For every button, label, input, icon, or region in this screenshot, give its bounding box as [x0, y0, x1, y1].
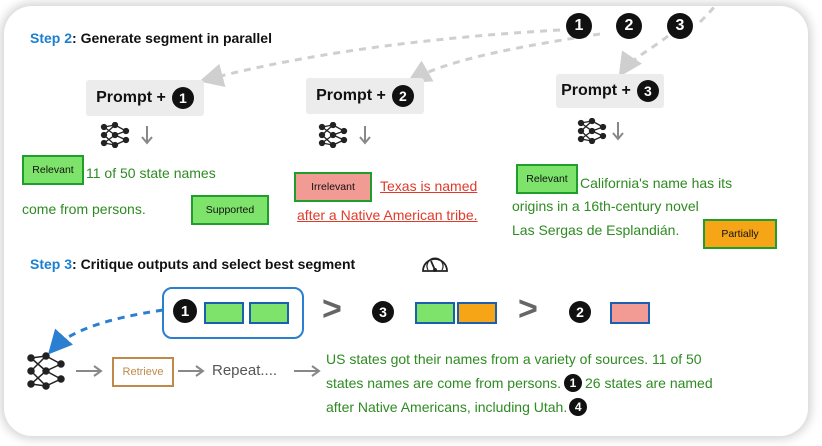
citation-2: 4	[569, 398, 588, 416]
prompt-number: 2	[391, 85, 414, 107]
down-arrow-icon	[612, 122, 624, 141]
prompt-number: 1	[171, 87, 194, 109]
right-arrow-icon	[76, 365, 103, 377]
prompt-box-1: Prompt + 1	[86, 80, 204, 116]
top-number-3: 3	[667, 13, 693, 39]
dash-to-prompt2	[406, 32, 601, 84]
final-line2a: states names are come from persons.	[326, 375, 561, 391]
rank3-square	[610, 302, 650, 324]
segment1-line2: come from persons.	[22, 201, 146, 217]
step2-heading: Step 2: Generate segment in parallel	[30, 30, 272, 46]
partially-badge: Partially	[703, 219, 777, 249]
rank1-square-b	[249, 302, 289, 324]
down-arrow-icon	[141, 126, 153, 145]
rank1-number: 1	[173, 299, 197, 323]
prompt-box-2: Prompt + 2	[306, 78, 424, 114]
step3-title: : Critique outputs and select best segme…	[72, 256, 356, 272]
step2-title: : Generate segment in parallel	[72, 30, 272, 46]
rank2-number: 3	[372, 301, 394, 323]
right-arrow-icon	[294, 365, 321, 377]
relevant-tag-3: Relevant	[516, 164, 578, 194]
final-output-line1: US states got their names from a variety…	[326, 351, 702, 367]
dash-to-prompt1	[199, 28, 561, 88]
repeat-label: Repeat....	[212, 362, 278, 379]
prompt-label: Prompt +	[316, 87, 386, 104]
network-icon	[27, 352, 65, 390]
supported-badge: Supported	[191, 195, 269, 225]
segment3-line3: Las Sergas de Esplandián.	[512, 222, 680, 238]
rank2-square-b	[457, 302, 497, 324]
prompt-label: Prompt +	[96, 89, 166, 106]
segment1-line1: 11 of 50 state names	[86, 165, 216, 181]
final-output-line3: after Native Americans, including Utah. …	[326, 396, 588, 418]
step3-label: Step 3	[30, 256, 73, 272]
rank3-number: 2	[569, 301, 591, 323]
greater-than-1: >	[322, 290, 342, 328]
rank1-square-a	[204, 302, 244, 324]
dash-top-right	[698, 3, 718, 24]
prompt-box-3: Prompt + 3	[556, 74, 664, 108]
final-line2b: 26 states are named	[585, 375, 713, 391]
segment2-line1: Texas is named	[380, 178, 478, 194]
relevant-tag-1: Relevant	[22, 155, 84, 185]
step2-label: Step 2	[30, 30, 73, 46]
segment3-line1: California's name has its	[580, 175, 733, 191]
retrieve-box: Retrieve	[112, 357, 174, 387]
citation-1: 1	[564, 374, 582, 392]
network-icon	[577, 118, 607, 144]
right-arrow-icon	[178, 365, 205, 377]
network-icon	[100, 122, 130, 148]
top-number-2: 2	[616, 13, 642, 39]
best-segment-box	[162, 287, 304, 339]
final-output-line2: states names are come from persons. 1 26…	[326, 372, 713, 394]
dash-to-prompt3	[618, 34, 669, 77]
down-arrow-icon	[359, 126, 371, 145]
top-number-1: 1	[566, 13, 592, 39]
dash-critique-to-network	[47, 308, 164, 355]
rank2-square-a	[415, 302, 455, 324]
network-icon	[318, 122, 348, 148]
segment2-line2: after a Native American tribe.	[297, 207, 478, 223]
final-line3: after Native Americans, including Utah.	[326, 399, 568, 415]
segment3-line2: origins in a 16th-century novel	[512, 198, 699, 214]
gauge-icon	[422, 257, 448, 272]
greater-than-2: >	[518, 290, 538, 328]
prompt-label: Prompt +	[561, 82, 631, 99]
step3-heading: Step 3: Critique outputs and select best…	[30, 256, 355, 272]
irrelevant-tag: Irrelevant	[294, 172, 372, 202]
prompt-number: 3	[636, 80, 659, 102]
